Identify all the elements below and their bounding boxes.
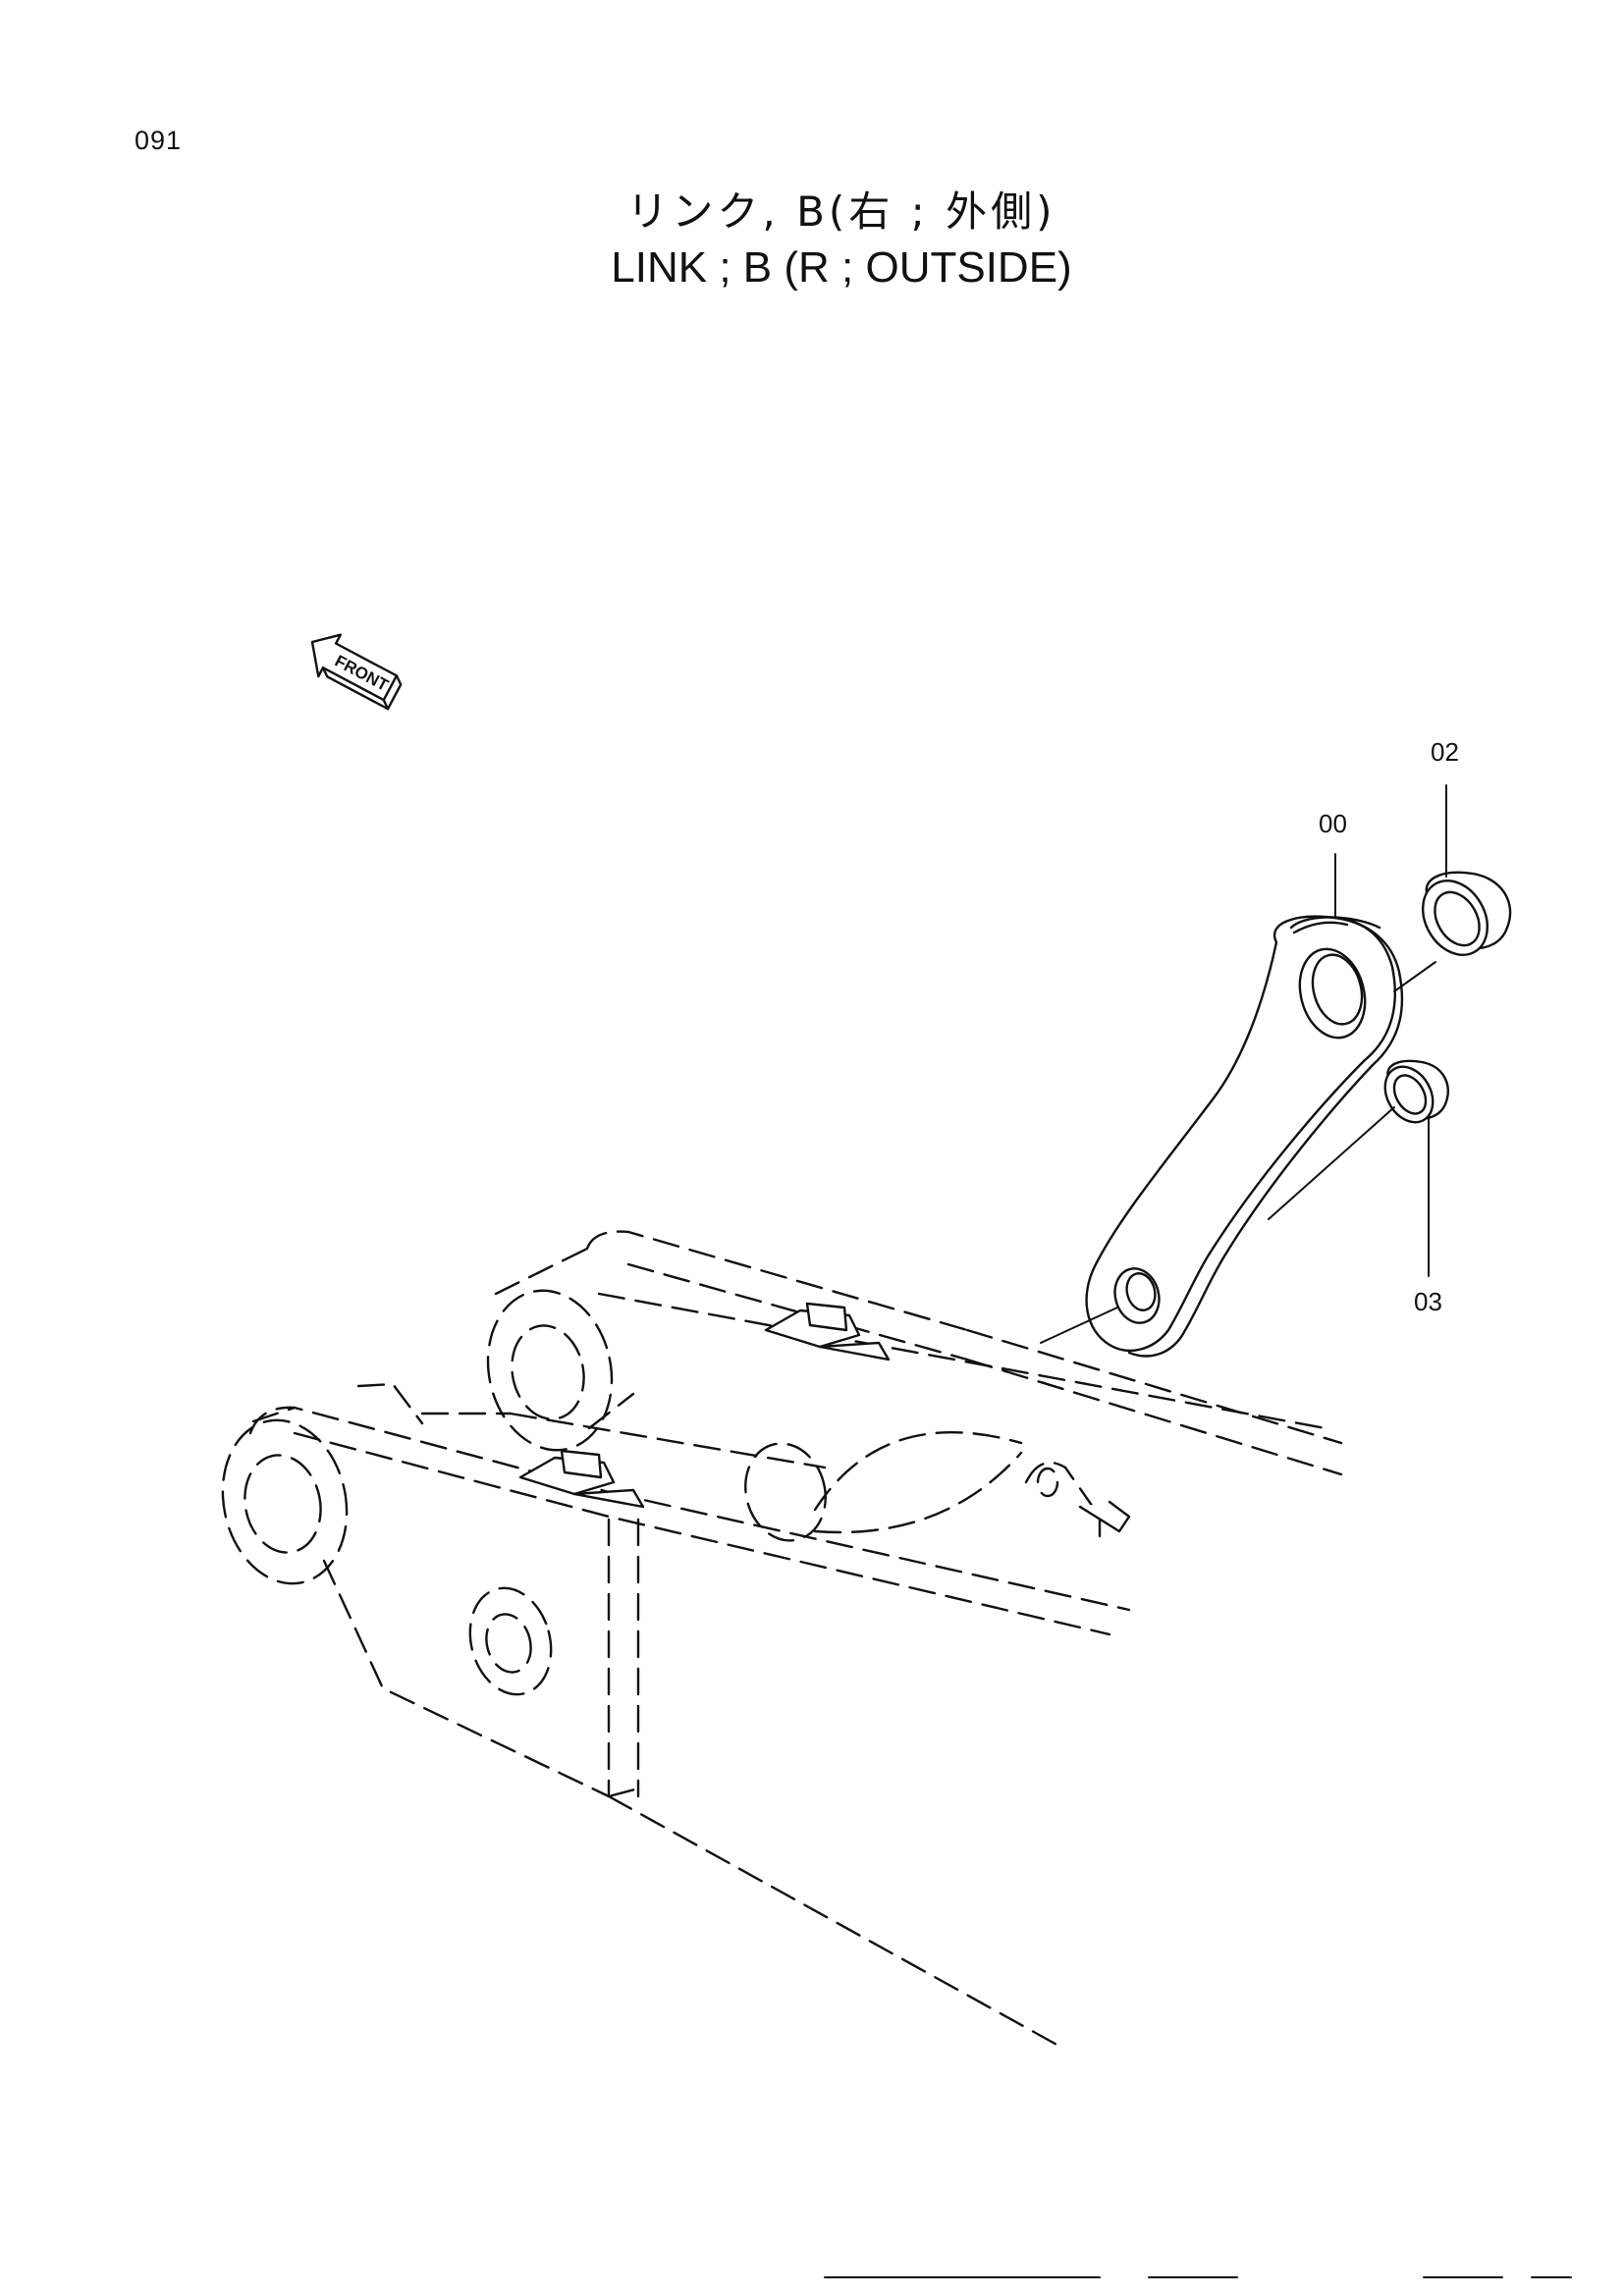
- front-arrow-icon: FRONT: [310, 633, 403, 711]
- title-japanese: リンク, B(右 ; 外側): [626, 187, 1056, 236]
- bushing-upper-part: [1422, 871, 1512, 956]
- boom-arm-outline: [221, 1230, 1343, 2049]
- bushing-lower-part: [1383, 1059, 1449, 1124]
- mounting-lugs: [518, 1302, 1131, 1533]
- title-block: リンク, B(右 ; 外側) LINK ; B (R ; OUTSIDE): [0, 185, 1624, 296]
- title-english: LINK ; B (R ; OUTSIDE): [611, 243, 1072, 292]
- page-number: 091: [135, 126, 183, 155]
- link-part: [1085, 915, 1404, 1358]
- callout-00: 00: [1319, 809, 1347, 838]
- callout-02: 02: [1431, 737, 1459, 767]
- leader-lines: [1040, 784, 1447, 1344]
- callout-03: 03: [1414, 1287, 1442, 1316]
